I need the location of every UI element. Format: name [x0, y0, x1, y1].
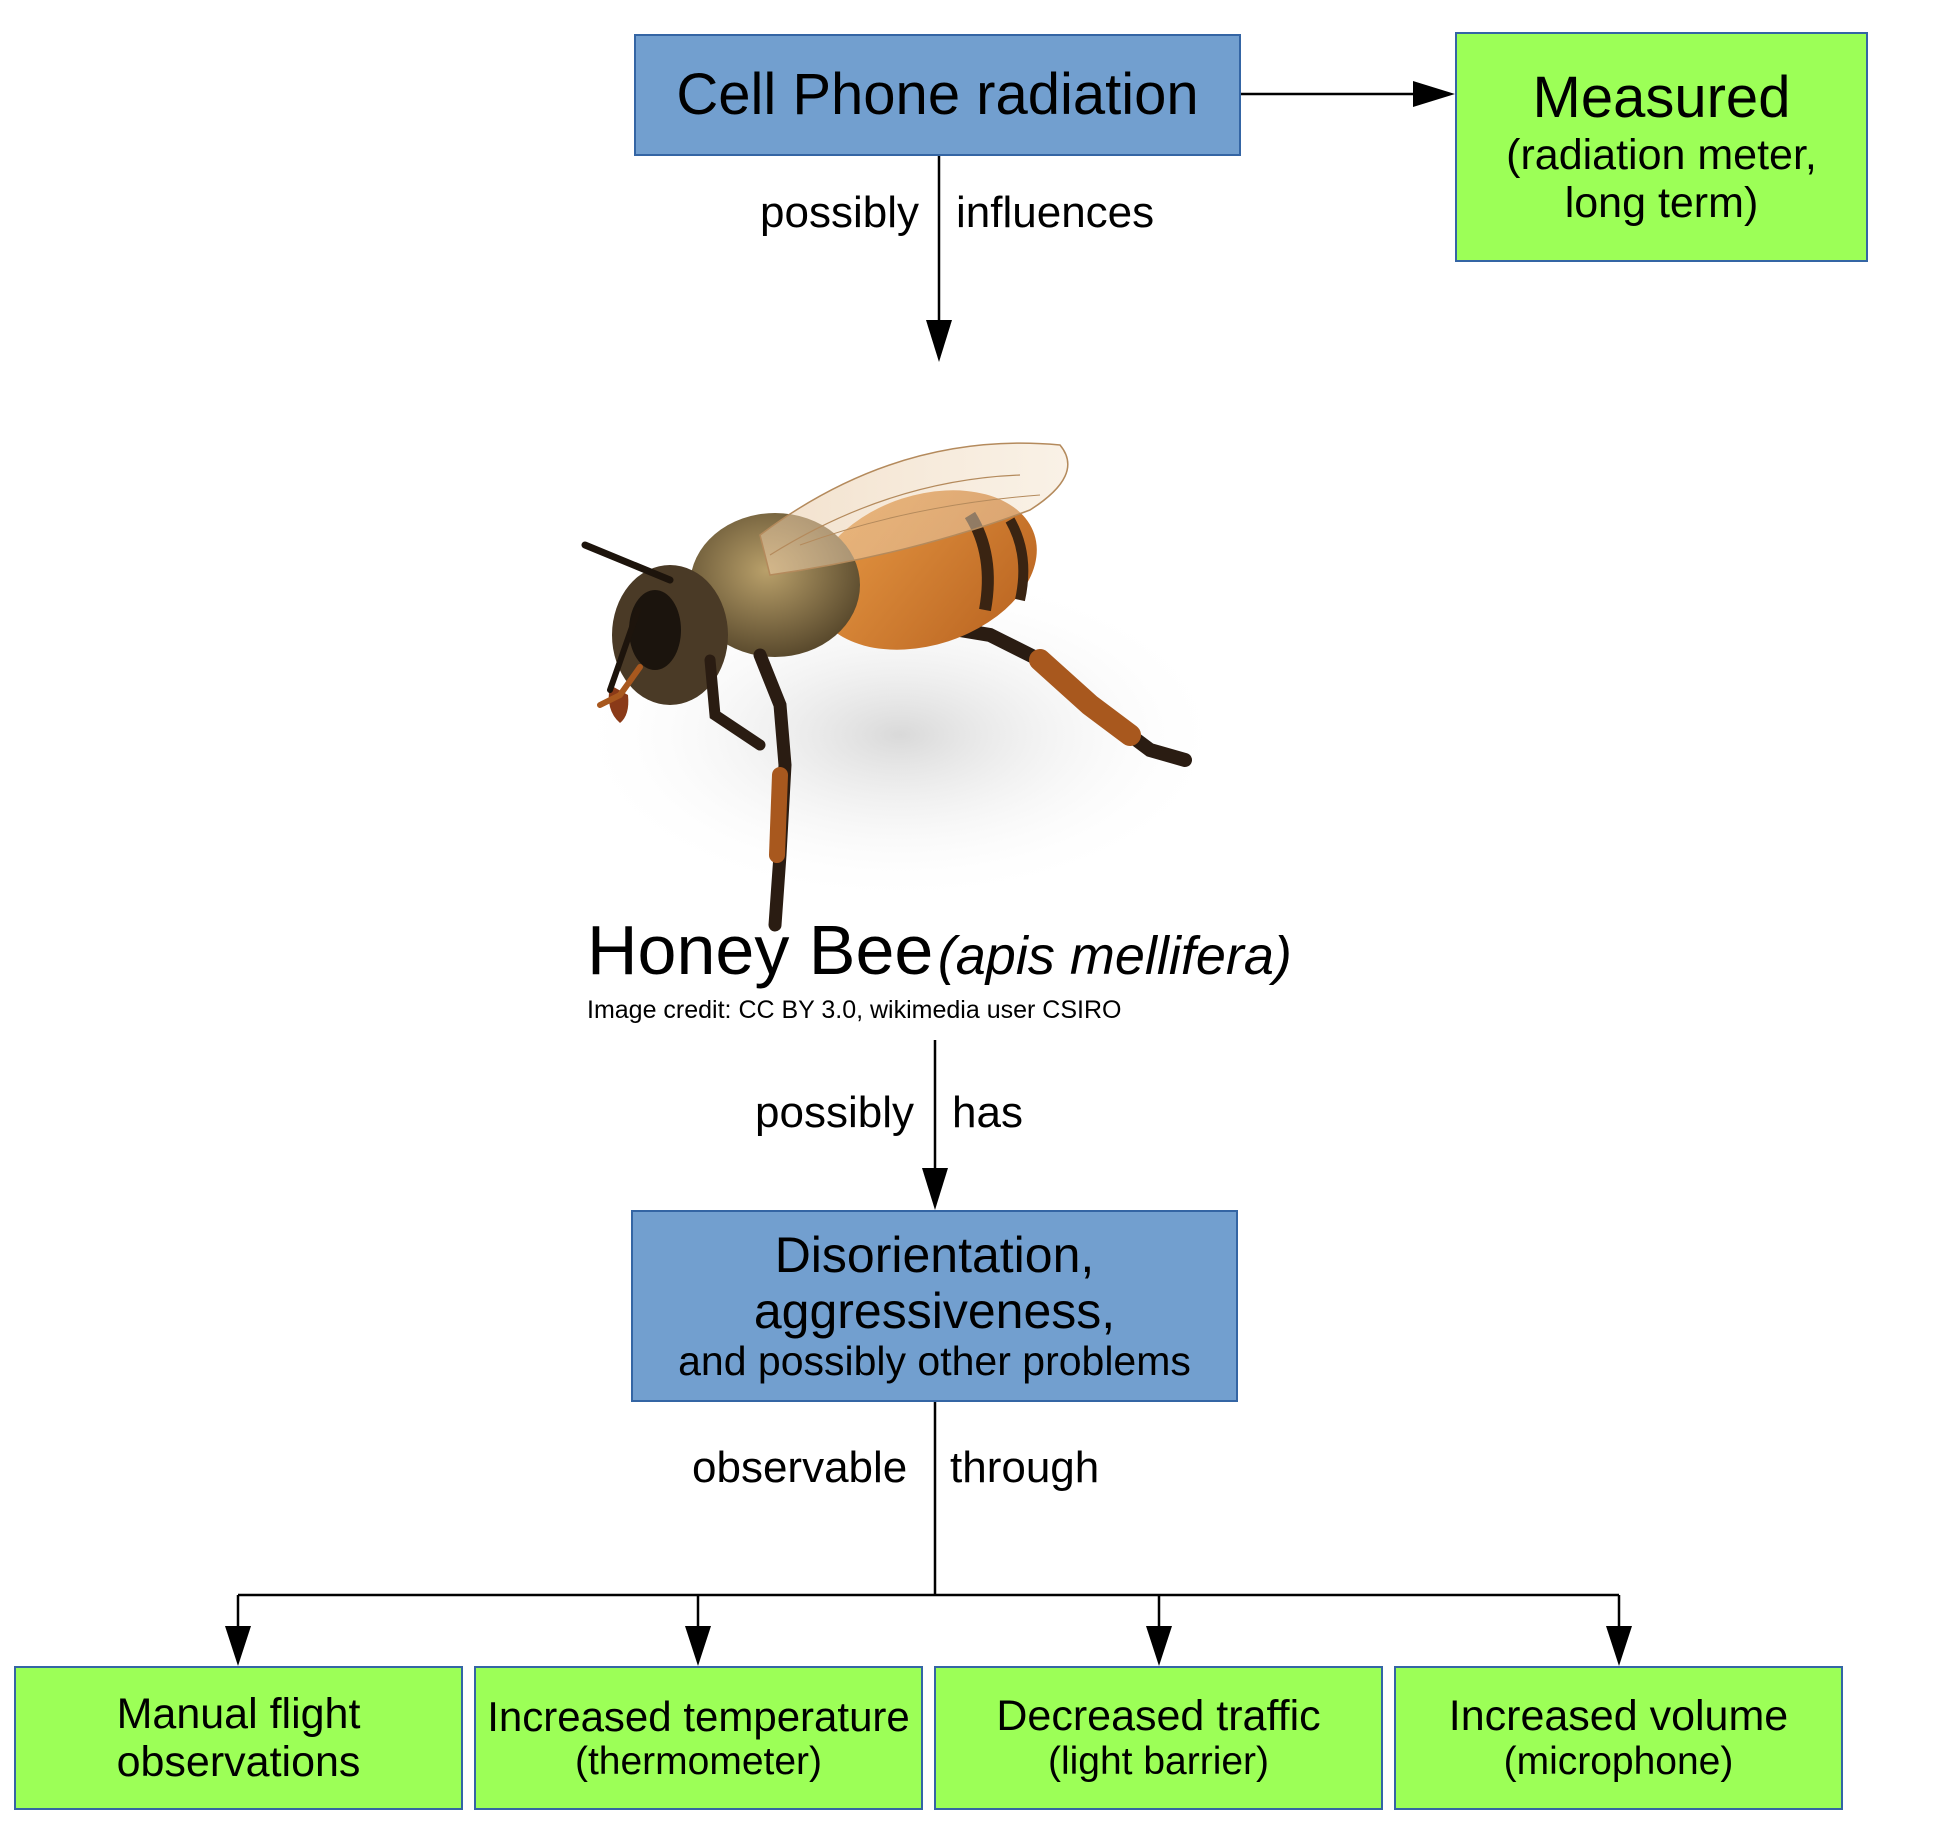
arrowhead-output-1 [225, 1626, 251, 1666]
output-1-line-1: Manual flight [116, 1689, 361, 1738]
honey-bee-latin: (apis mellifera) [937, 926, 1292, 986]
arrowhead-output-4 [1606, 1626, 1632, 1666]
bee-drawing [570, 442, 1230, 932]
measured-box: Measured (radiation meter, long term) [1455, 32, 1868, 262]
edge-label-influences-left: possibly [760, 188, 919, 237]
edge-label-has-right: has [952, 1088, 1023, 1137]
output-box-volume: Increased volume (microphone) [1394, 1666, 1843, 1810]
measured-title: Measured [1532, 65, 1791, 131]
output-2-line-2: (thermometer) [574, 1739, 823, 1783]
output-box-traffic: Decreased traffic (light barrier) [934, 1666, 1383, 1810]
honey-bee-caption: Honey Bee (apis mellifera) [587, 910, 1292, 990]
cell-phone-radiation-box: Cell Phone radiation [634, 34, 1241, 156]
edge-label-observable-right: through [950, 1443, 1100, 1492]
cell-phone-radiation-title: Cell Phone radiation [676, 61, 1199, 127]
edge-label-influences-right: influences [956, 188, 1155, 237]
output-1-line-2: observations [116, 1738, 361, 1786]
measured-subtitle-1: (radiation meter, [1506, 131, 1817, 180]
disorientation-line-2: aggressiveness, [753, 1283, 1116, 1340]
arrowhead-bee [926, 320, 952, 362]
arrowhead-measured [1413, 81, 1455, 107]
arrowheads [225, 81, 1632, 1666]
output-box-temperature: Increased temperature (thermometer) [474, 1666, 923, 1810]
output-2-line-1: Increased temperature [487, 1692, 910, 1740]
disorientation-line-3: and possibly other problems [678, 1338, 1191, 1385]
output-4-line-2: (microphone) [1503, 1740, 1734, 1784]
arrowhead-output-2 [685, 1626, 711, 1666]
honey-bee-name: Honey Bee [587, 911, 934, 989]
output-box-manual-flight: Manual flight observations [14, 1666, 463, 1810]
edge-label-has-left: possibly [755, 1088, 914, 1137]
arrowhead-output-3 [1146, 1626, 1172, 1666]
disorientation-box: Disorientation, aggressiveness, and poss… [631, 1210, 1238, 1402]
output-3-line-2: (light barrier) [1047, 1740, 1270, 1784]
honey-bee-image [570, 405, 1310, 945]
disorientation-line-1: Disorientation, [774, 1227, 1095, 1284]
arrowhead-disorientation [922, 1168, 948, 1210]
edge-label-observable-left: observable [692, 1443, 908, 1492]
measured-subtitle-2: long term) [1564, 179, 1759, 228]
output-4-line-1: Increased volume [1448, 1692, 1789, 1741]
output-3-line-1: Decreased traffic [996, 1692, 1321, 1741]
image-credit: Image credit: CC BY 3.0, wikimedia user … [587, 996, 1122, 1024]
